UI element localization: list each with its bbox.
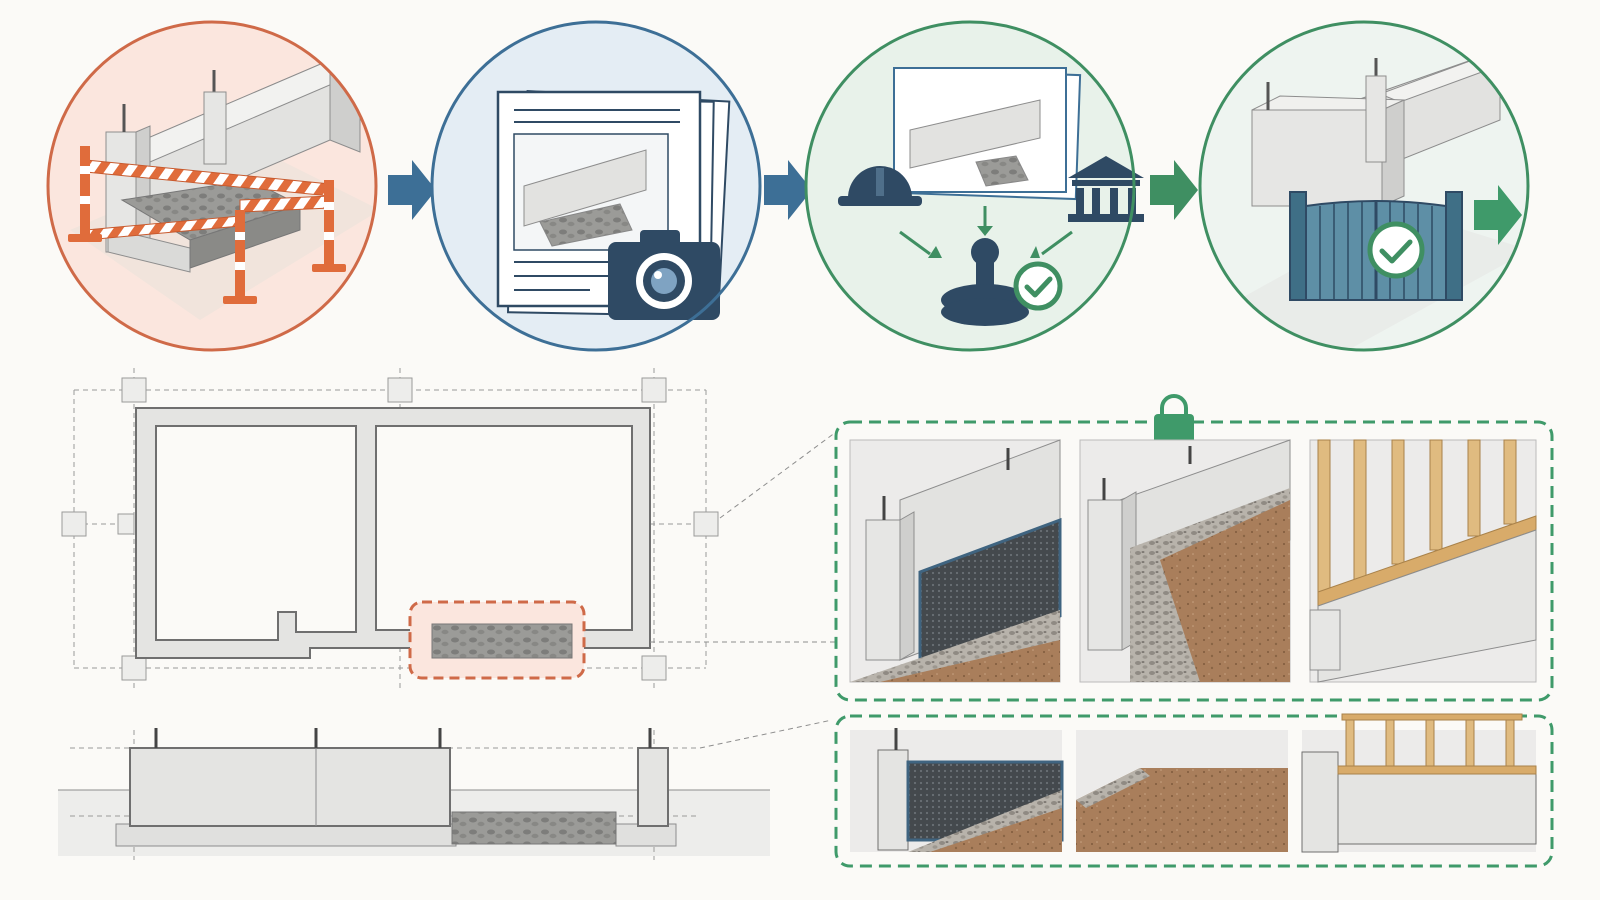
record-stage-ring [430, 20, 762, 352]
arrow-right-icon [764, 160, 812, 220]
camera-icon [608, 230, 720, 320]
locked-section-strip [834, 713, 1554, 868]
barrier-tape-icon [85, 159, 331, 241]
waterproofing-step [849, 439, 1062, 683]
hold-stage [46, 20, 378, 352]
hard-hat-icon [838, 166, 922, 206]
release-stage-ring [1198, 20, 1530, 352]
traffic-cone-icon [68, 146, 102, 242]
plan-view [61, 368, 837, 690]
section-view [58, 719, 833, 860]
hold-stage-ring [46, 20, 378, 352]
arrow-right-icon [1150, 160, 1198, 220]
locked-next-steps-panel [834, 394, 1554, 702]
record-stage [430, 20, 762, 352]
approve-stage-ring [804, 20, 1136, 352]
check-badge-icon [1367, 221, 1425, 279]
check-badge-icon [1013, 261, 1063, 311]
padlock-icon [1154, 394, 1194, 444]
approval-stamp-icon [941, 238, 1029, 326]
flow-arrows-to-stamp [899, 206, 1073, 256]
excavation-gap [451, 811, 617, 845]
backfill-step [1079, 439, 1291, 683]
forward-arrow-icon [1474, 185, 1522, 245]
arrow-right-icon [388, 160, 436, 220]
inspection-drawing [893, 67, 1082, 201]
approve-stage [804, 20, 1144, 352]
release-stage [1198, 20, 1530, 352]
hold-zone [408, 600, 586, 680]
framing-step [1309, 439, 1537, 683]
